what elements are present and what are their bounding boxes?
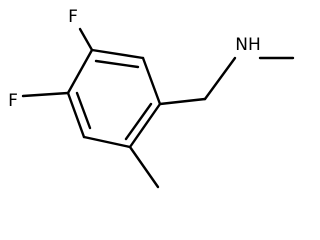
atom-label-fluorine-left: F [8, 91, 18, 111]
bond-to-f-top [78, 27, 94, 52]
bond-ch2-to-n [203, 56, 237, 101]
atom-label-fluorine-top: F [68, 7, 78, 27]
bond-to-ch2 [158, 97, 207, 106]
ring-double-bond-inner-2 [124, 102, 153, 141]
ring-bond-6-1 [66, 48, 94, 95]
substituent-bonds [21, 27, 295, 189]
molecule-diagram: F F NH [0, 0, 300, 199]
bond-to-methyl [128, 145, 160, 189]
ring-bond-3-4 [128, 102, 162, 149]
benzene-ring [66, 48, 162, 149]
ring-double-bond-inner-1 [94, 59, 140, 69]
atom-label-nh: NH [235, 35, 261, 55]
background [0, 0, 300, 199]
ring-bond-4-5 [82, 135, 132, 149]
ring-bond-1-2 [90, 48, 145, 60]
bond-to-f-left [21, 91, 70, 98]
ring-bond-2-3 [141, 56, 162, 106]
ring-double-bond-inner-3 [75, 91, 92, 130]
ring-bond-5-6 [66, 91, 86, 139]
